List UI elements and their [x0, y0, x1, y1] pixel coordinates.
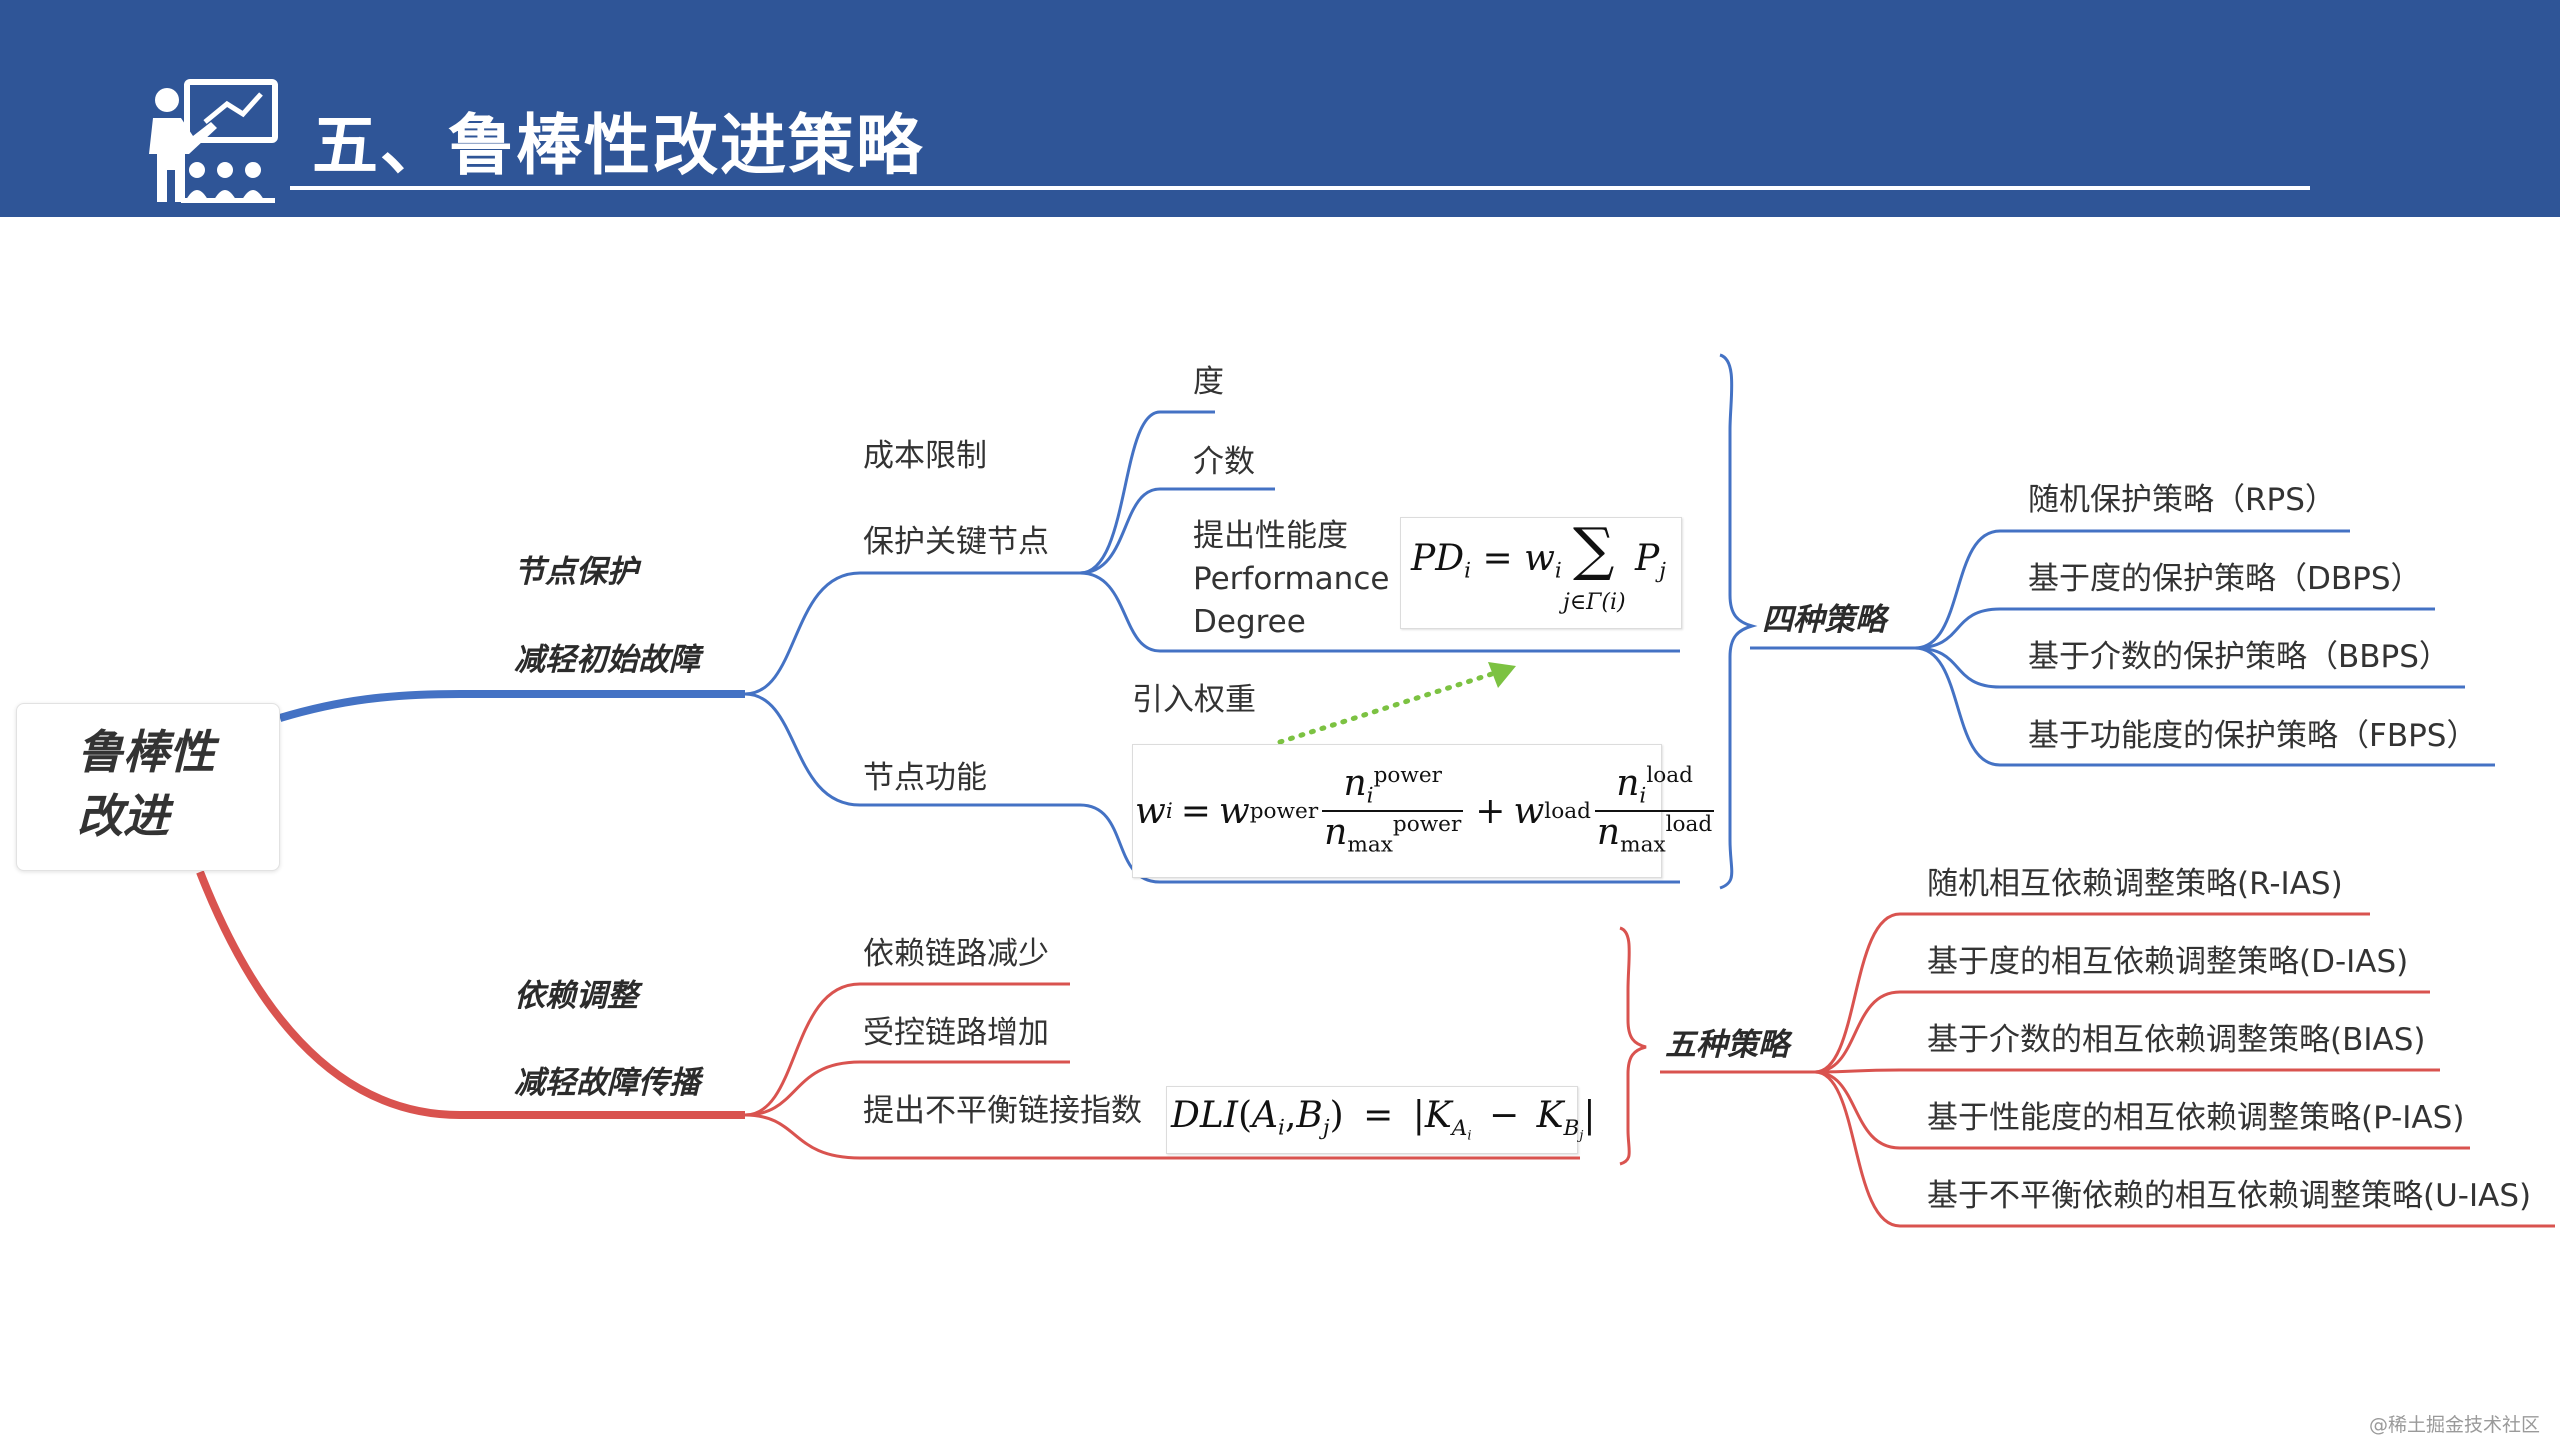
degree-label: 度 — [1193, 364, 1224, 400]
strategy-u-ias: 基于不平衡依赖的相互依赖调整策略(U-IAS) — [1927, 1178, 2532, 1214]
performance-degree-line1: 提出性能度 — [1193, 518, 1348, 554]
performance-degree-formula: PDi = wi ∑ j∈Γ(i) Pj — [1400, 517, 1682, 629]
imbalance-index-label: 提出不平衡链接指数 — [863, 1093, 1142, 1129]
five-strategies-brace — [1619, 926, 1647, 1166]
node-function-label: 节点功能 — [863, 760, 987, 796]
teacher-presentation-icon — [149, 79, 278, 203]
node-protection-subtitle: 减轻初始故障 — [514, 642, 700, 678]
strategy-p-ias: 基于性能度的相互依赖调整策略(P-IAS) — [1927, 1100, 2465, 1136]
strategy-bbps: 基于介数的保护策略（BBPS） — [2028, 639, 2450, 675]
strategy-bias: 基于介数的相互依赖调整策略(BIAS) — [1927, 1022, 2426, 1058]
cost-limit-label: 成本限制 — [863, 438, 987, 474]
header-bar — [0, 0, 2560, 217]
green-dotted-arrow — [1277, 669, 1501, 745]
root-node: 鲁棒性 改进 — [16, 703, 280, 871]
introduce-weight-label: 引入权重 — [1132, 682, 1256, 718]
strategy-d-ias: 基于度的相互依赖调整策略(D-IAS) — [1927, 944, 2409, 980]
strategy-fbps: 基于功能度的保护策略（FBPS） — [2028, 718, 2478, 754]
root-to-protection-trunk — [278, 690, 745, 722]
dependency-subtitle: 减轻故障传播 — [514, 1065, 700, 1101]
performance-degree-line3: Degree — [1193, 604, 1306, 640]
five-strategies-title: 五种策略 — [1665, 1027, 1789, 1063]
node-protection-title: 节点保护 — [514, 554, 638, 590]
root-to-dependency-trunk — [196, 870, 745, 1119]
slide-title: 五、鲁棒性改进策略 — [312, 107, 924, 184]
watermark: @稀土掘金技术社区 — [2368, 1414, 2540, 1436]
dependency-reduce-label: 依赖链路减少 — [863, 936, 1049, 972]
strategy-rps: 随机保护策略（RPS） — [2028, 482, 2336, 518]
performance-degree-line2: Performance — [1193, 561, 1390, 597]
four-strategies-title: 四种策略 — [1762, 602, 1886, 638]
imbalance-index-formula: DLI(Ai,Bj) = |KAi − KBj| — [1166, 1086, 1596, 1154]
dependency-increase-label: 受控链路增加 — [863, 1015, 1049, 1051]
header-underline — [290, 186, 2310, 190]
strategy-dbps: 基于度的保护策略（DBPS） — [2028, 561, 2422, 597]
betweenness-label: 介数 — [1193, 444, 1255, 480]
protect-key-nodes-label: 保护关键节点 — [863, 524, 1049, 560]
strategy-r-ias: 随机相互依赖调整策略(R-IAS) — [1927, 866, 2343, 902]
dependency-title: 依赖调整 — [514, 978, 638, 1014]
four-strategies-brace — [1719, 353, 1758, 890]
root-label-line1: 鲁棒性 — [77, 725, 215, 779]
root-label-line2: 改进 — [77, 789, 169, 843]
